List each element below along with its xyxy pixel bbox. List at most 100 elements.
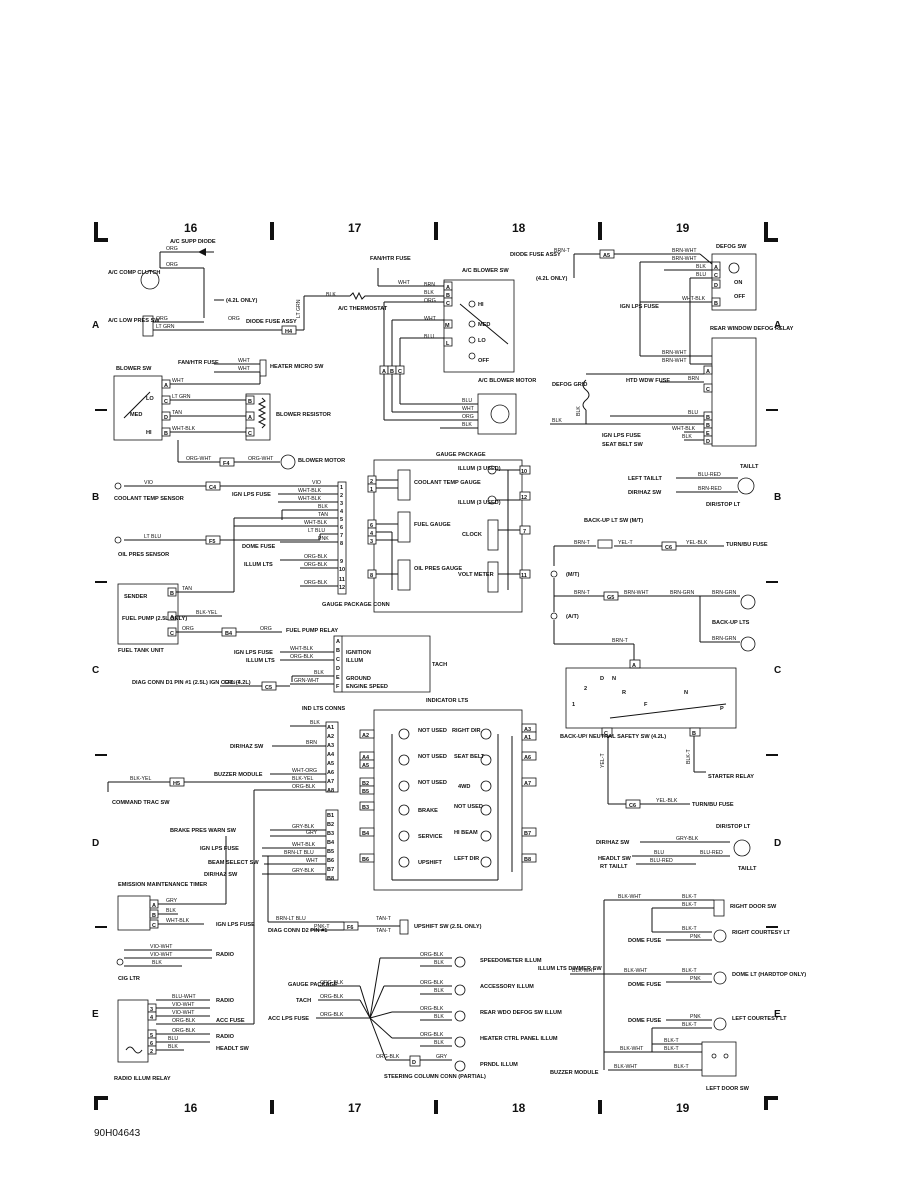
bulb-icon <box>454 1036 466 1048</box>
bulb-icon <box>713 1017 727 1031</box>
buzzer-module-label: BUZZER MODULE <box>214 772 263 778</box>
svg-text:GRY: GRY <box>436 1054 448 1060</box>
svg-text:WHT-BLK: WHT-BLK <box>290 646 314 652</box>
diode-fuse-assy-right-label: DIODE FUSE ASSY <box>510 252 561 258</box>
oil-pres-sensor-label: OIL PRES SENSOR <box>118 552 169 558</box>
svg-text:ORG-BLK: ORG-BLK <box>304 562 328 568</box>
svg-text:OFF: OFF <box>478 358 490 364</box>
svg-text:VIO-WHT: VIO-WHT <box>172 1010 195 1016</box>
svg-text:D: D <box>164 415 168 421</box>
svg-text:3: 3 <box>150 1007 153 1013</box>
svg-text:BLK-T: BLK-T <box>682 902 698 908</box>
svg-text:WHT-BLK: WHT-BLK <box>682 296 706 302</box>
defog-grid-label: DEFOG GRID <box>552 382 587 388</box>
column-label-top: 19 <box>676 221 690 235</box>
row-label-right: E <box>774 1009 781 1020</box>
column-label-top: 18 <box>512 221 526 235</box>
svg-text:12: 12 <box>339 585 345 591</box>
bulb-icon <box>740 594 756 610</box>
svg-text:BLK-T: BLK-T <box>674 1064 690 1070</box>
svg-text:YEL-BLK: YEL-BLK <box>656 798 678 804</box>
emission-radio-circuit: EMISSION MAINTENANCE TIMER A B C GRY BLK… <box>114 836 255 1082</box>
svg-text:A4: A4 <box>362 755 370 761</box>
svg-text:BLK: BLK <box>314 670 324 676</box>
svg-text:ORG-BLK: ORG-BLK <box>304 554 328 560</box>
connector-label: C6 <box>629 803 636 809</box>
coolant-temp-sensor-label: COOLANT TEMP SENSOR <box>114 496 184 502</box>
prndl-illum-label: PRNDL ILLUM <box>480 1062 518 1068</box>
bulb-icon <box>737 477 755 495</box>
backup-lt-sw-label: BACK-UP LT SW (M/T) <box>584 518 643 524</box>
svg-text:ORG: ORG <box>260 626 272 632</box>
row-label-left: D <box>92 838 99 849</box>
svg-text:GROUND: GROUND <box>346 676 371 682</box>
svg-text:A4: A4 <box>327 752 335 758</box>
svg-text:M: M <box>445 323 450 329</box>
svg-text:GRY-BLK: GRY-BLK <box>676 836 699 842</box>
svg-text:HI: HI <box>478 302 484 308</box>
svg-text:WHT-BLK: WHT-BLK <box>298 488 322 494</box>
svg-text:BLK: BLK <box>576 406 582 416</box>
gauge-package-conn-label: GAUGE PACKAGE CONN <box>322 602 390 608</box>
dir-stop-lt-label: DIR/STOP LT <box>716 824 751 830</box>
svg-text:TAN: TAN <box>318 512 328 518</box>
svg-text:D: D <box>600 676 604 682</box>
svg-text:LT GRN: LT GRN <box>156 324 175 330</box>
svg-text:SEAT BELT: SEAT BELT <box>454 754 485 760</box>
svg-text:COOLANT TEMP GAUGE: COOLANT TEMP GAUGE <box>414 480 481 486</box>
connector-label: D <box>412 1060 416 1066</box>
connector-label: A5 <box>603 253 610 259</box>
diag-conn-label: DIAG CONN D1 PIN #1 (2.5L) IGN COIL (4.2… <box>132 680 251 686</box>
svg-text:BLK-WHT: BLK-WHT <box>614 1064 638 1070</box>
svg-text:11: 11 <box>521 573 527 579</box>
clutch-coil-icon <box>140 270 160 290</box>
svg-text:C: C <box>446 301 450 307</box>
ign-lps-fuse-label: IGN LPS FUSE <box>216 922 255 928</box>
gauge-package-label: GAUGE PACKAGE <box>436 452 486 458</box>
svg-text:OFF: OFF <box>734 294 746 300</box>
svg-text:ORG: ORG <box>228 316 240 322</box>
brake-pres-warn-sw-label: BRAKE PRES WARN SW <box>170 828 237 834</box>
acc-fuse-label: ACC FUSE <box>216 1018 245 1024</box>
svg-text:BRN-T: BRN-T <box>554 248 571 254</box>
svg-text:MED: MED <box>478 322 490 328</box>
svg-text:BRN-T: BRN-T <box>574 590 591 596</box>
emission-timer-label: EMISSION MAINTENANCE TIMER <box>118 882 207 888</box>
svg-text:B5: B5 <box>327 849 334 855</box>
svg-text:R: R <box>622 690 626 696</box>
svg-text:A: A <box>336 639 340 645</box>
svg-text:11: 11 <box>339 577 345 583</box>
connector-label: C6 <box>665 545 672 551</box>
row-label-right: A <box>774 320 781 331</box>
column-label-bottom: 18 <box>512 1101 526 1115</box>
bulb-icon <box>713 929 727 943</box>
svg-text:A1: A1 <box>327 725 334 731</box>
svg-text:N: N <box>612 676 616 682</box>
svg-text:WHT: WHT <box>238 366 251 372</box>
svg-text:GRY: GRY <box>166 898 178 904</box>
courtesy-lamp-circuit: ILLUM LTS DIMMER SW BLK-WHT BLK-WHT BLK-… <box>538 894 806 1092</box>
svg-text:ORG-BLK: ORG-BLK <box>172 1028 196 1034</box>
svg-text:B2: B2 <box>362 781 369 787</box>
command-trac-sw-label: COMMAND TRAC SW <box>112 800 170 806</box>
headlt-sw-label: HEADLT SW <box>598 856 632 862</box>
svg-text:BLK: BLK <box>552 418 562 424</box>
svg-text:A5: A5 <box>327 761 334 767</box>
svg-text:B2: B2 <box>327 822 334 828</box>
right-courtesy-lt-label: RIGHT COURTESY LT <box>732 930 790 936</box>
illum-lts-dimmer-sw-label: ILLUM LTS DIMMER SW <box>538 966 602 972</box>
svg-text:10: 10 <box>339 567 345 573</box>
dir-haz-sw-label: DIR/HAZ SW <box>230 744 264 750</box>
svg-text:7: 7 <box>523 529 526 535</box>
svg-text:BLU-RED: BLU-RED <box>700 850 723 856</box>
svg-text:B3: B3 <box>327 831 334 837</box>
svg-text:B6: B6 <box>327 858 334 864</box>
svg-text:RIGHT DIR: RIGHT DIR <box>452 728 481 734</box>
svg-text:VIO-WHT: VIO-WHT <box>172 1002 195 1008</box>
ac-blower-circuit: FAN/HTR FUSE WHT BLK A/C THERMOSTAT A/C … <box>326 256 536 435</box>
svg-text:ORG-WHT: ORG-WHT <box>248 456 274 462</box>
fuel-pump-relay-label: FUEL PUMP RELAY <box>286 628 338 634</box>
svg-text:SERVICE: SERVICE <box>418 834 443 840</box>
svg-text:BLK: BLK <box>434 988 444 994</box>
dome-fuse-label: DOME FUSE <box>628 938 662 944</box>
